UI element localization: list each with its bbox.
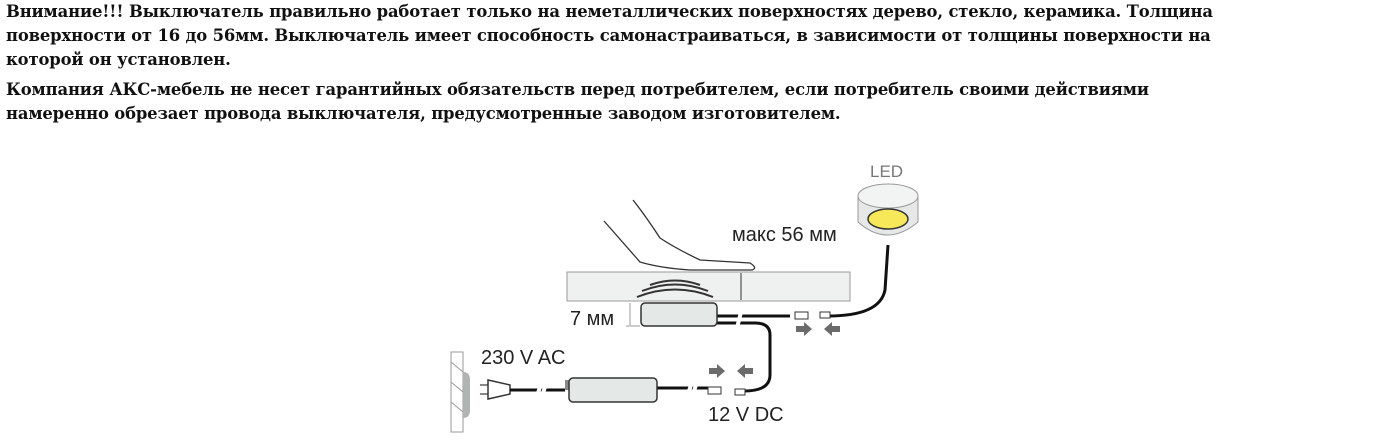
- notice-paragraph-1: Внимание!!! Выключатель правильно работа…: [6, 0, 1213, 72]
- input-voltage-label: 230 V AC: [481, 347, 566, 369]
- led-lamp-icon: [857, 183, 919, 236]
- connector-icon: [794, 311, 809, 320]
- power-supply-icon: [568, 377, 658, 403]
- plug-icon: [480, 379, 511, 400]
- connect-arrows-icon: [709, 322, 840, 378]
- cables: [510, 244, 890, 393]
- notice-paragraph-2: Компания АКС-мебель не несет гарантийных…: [6, 78, 1213, 126]
- notice-line: которой он установлен.: [6, 50, 231, 69]
- notice-line: Внимание!!! Выключатель правильно работа…: [6, 2, 1213, 21]
- connector-icon: [707, 386, 722, 395]
- connector-icon: [734, 388, 746, 396]
- wall-socket-icon: [450, 351, 470, 433]
- touch-switch-icon: [640, 302, 718, 327]
- notice-line: Компания АКС-мебель не несет гарантийных…: [6, 80, 1149, 99]
- output-voltage-label: 12 V DC: [708, 404, 784, 426]
- hand-icon: [603, 199, 756, 271]
- cable-breaks: [535, 311, 743, 397]
- switch-height-label: 7 мм: [570, 308, 614, 330]
- surface-panel: [566, 271, 851, 302]
- notice-line: намеренно обрезает провода выключателя, …: [6, 104, 841, 123]
- connector-icon: [819, 311, 831, 319]
- max-thickness-label: макс 56 мм: [732, 224, 837, 246]
- sensor-field-icon: [636, 279, 714, 298]
- notice-text: Внимание!!! Выключатель правильно работа…: [6, 0, 1213, 126]
- led-label: LED: [870, 162, 903, 181]
- notice-line: поверхности от 16 до 56мм. Выключатель и…: [6, 26, 1211, 45]
